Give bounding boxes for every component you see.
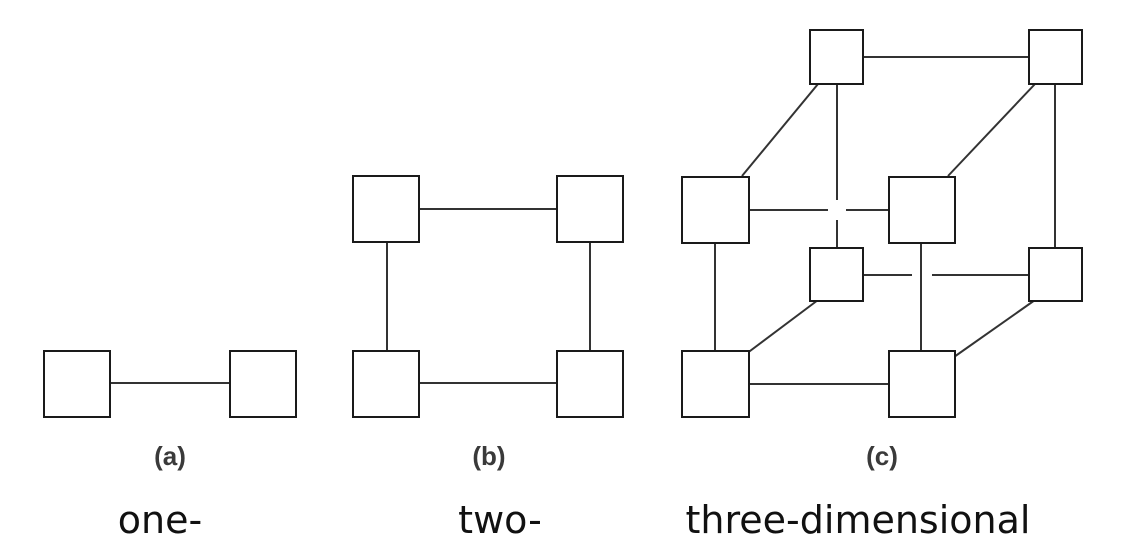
- edge-c-depth-top-left: [741, 83, 819, 177]
- panel-a: (a) one-: [43, 350, 297, 542]
- node-b-3: [352, 350, 420, 418]
- panel-b-caption: two-: [458, 498, 542, 542]
- node-b-2: [556, 175, 624, 243]
- panel-b: (b) two-: [352, 175, 624, 542]
- panel-b-label: (b): [472, 441, 505, 471]
- node-c-front-bottom-right: [888, 350, 956, 418]
- edge-c-depth-bottom-right: [953, 299, 1036, 358]
- node-c-front-top-right: [888, 176, 956, 244]
- edge-c-depth-bottom-left: [741, 299, 819, 358]
- node-c-back-bottom-right: [1028, 247, 1083, 302]
- node-b-1: [352, 175, 420, 243]
- panel-a-label: (a): [154, 441, 186, 471]
- node-c-front-top-left: [681, 176, 750, 244]
- edge-c-depth-top-right: [947, 83, 1036, 177]
- panel-c: (c) three-dimensional: [681, 29, 1083, 542]
- panel-c-caption: three-dimensional: [686, 498, 1031, 542]
- node-b-4: [556, 350, 624, 418]
- node-c-back-top-left: [809, 29, 864, 85]
- node-a-1: [43, 350, 111, 418]
- node-c-front-bottom-left: [681, 350, 750, 418]
- panel-c-label: (c): [866, 441, 898, 471]
- node-a-2: [229, 350, 297, 418]
- node-c-back-top-right: [1028, 29, 1083, 85]
- node-c-back-bottom-left: [809, 247, 864, 302]
- panel-a-caption: one-: [118, 498, 202, 542]
